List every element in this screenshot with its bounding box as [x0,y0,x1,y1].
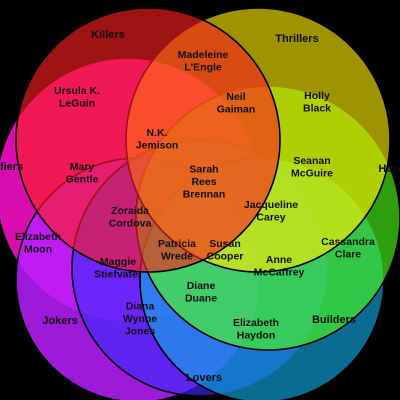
set-label-lovers: Lovers [186,372,222,384]
author-label-line: Cassandra [321,236,375,248]
set-label-jokers: Jokers [42,315,77,327]
author-label-line: Mary [70,161,95,173]
author-label-line: Neil [226,91,245,103]
author-label-nk-jemison: N.K.Jemison [136,127,179,152]
author-label-line: Elizabeth [233,317,279,329]
author-label-line: Stiefvater [94,268,142,280]
author-label-line: McGuire [291,167,333,179]
author-label-line: McCaffrey [254,266,305,278]
author-label-line: Duane [185,292,217,304]
set-label-soldiers: diers [0,161,23,173]
author-label-line: Cordova [109,217,152,229]
author-label-line: Gentle [66,173,99,185]
author-label-line: Diana [126,301,155,313]
author-label-line: Brennan [183,189,226,201]
set-label-thrillers: Thrillers [275,33,318,45]
author-label-line: Wynne [123,313,157,325]
author-label-line: Elizabeth [15,231,61,243]
set-circle-killers [15,7,281,273]
author-label-line: Clare [335,248,361,260]
author-label-line: N.K. [147,127,168,139]
author-label-line: Anne [266,254,292,266]
author-label-line: Haydon [237,329,276,341]
author-label-line: Susan [209,238,241,250]
author-label-line: Ursula K. [54,85,100,97]
author-label-line: Jemison [136,139,179,151]
author-label-line: Cooper [207,250,244,262]
author-label-line: Maggie [100,256,136,268]
author-label-line: Jacqueline [244,199,298,211]
set-label-killers: Killers [91,29,125,41]
author-label-line: Wrede [161,250,193,262]
author-label-line: Moon [24,243,52,255]
set-label-builders: Builders [312,314,356,326]
author-label-line: Diane [187,280,216,292]
set-circles [0,7,400,400]
author-label-line: Gaiman [217,103,256,115]
author-label-line: Jones [125,326,156,338]
author-label-line: Seanan [293,155,330,167]
author-label-ursula-k-leguin: Ursula K.LeGuin [54,85,100,110]
author-label-line: Zoraida [111,205,149,217]
author-label-line: L'Engle [184,61,222,73]
author-label-line: Patricia [158,238,196,250]
author-label-line: Black [303,102,331,114]
author-label-line: LeGuin [59,97,95,109]
author-label-line: Holly [304,90,330,102]
author-label-line: Carey [256,211,285,223]
author-label-line: Madeleine [178,49,229,61]
author-label-line: Rees [191,176,216,188]
author-label-line: Sarah [189,164,218,176]
set-label-horror: Horr [378,163,400,175]
